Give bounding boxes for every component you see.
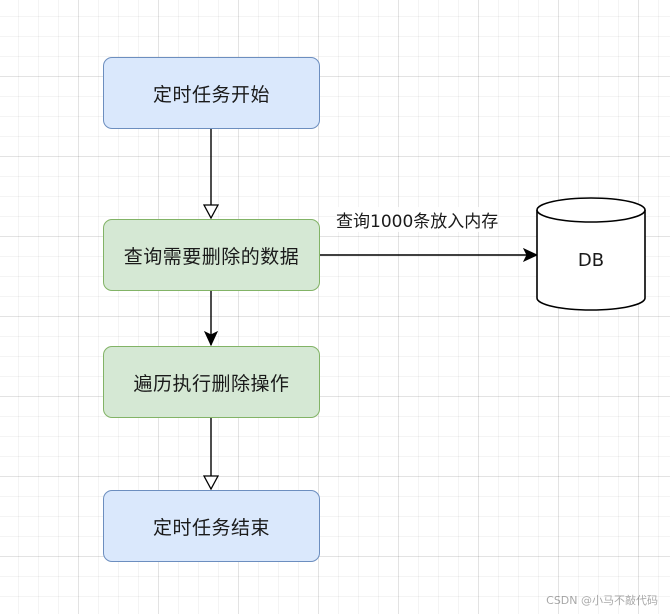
- node-query-data: 查询需要删除的数据: [103, 219, 320, 291]
- node-task-end: 定时任务结束: [103, 490, 320, 562]
- node-loop-delete-label: 遍历执行删除操作: [133, 372, 290, 395]
- node-task-start-label: 定时任务开始: [152, 83, 270, 106]
- edge-query-to-db-label: 查询1000条放入内存: [336, 207, 499, 232]
- db-label: DB: [577, 250, 605, 271]
- node-task-end-label: 定时任务结束: [152, 516, 270, 539]
- node-query-data-label: 查询需要删除的数据: [123, 245, 300, 268]
- node-loop-delete: 遍历执行删除操作: [103, 346, 320, 418]
- db-cylinder: [536, 197, 646, 311]
- watermark: CSDN @小马不敲代码: [546, 594, 658, 607]
- node-task-start: 定时任务开始: [103, 57, 320, 129]
